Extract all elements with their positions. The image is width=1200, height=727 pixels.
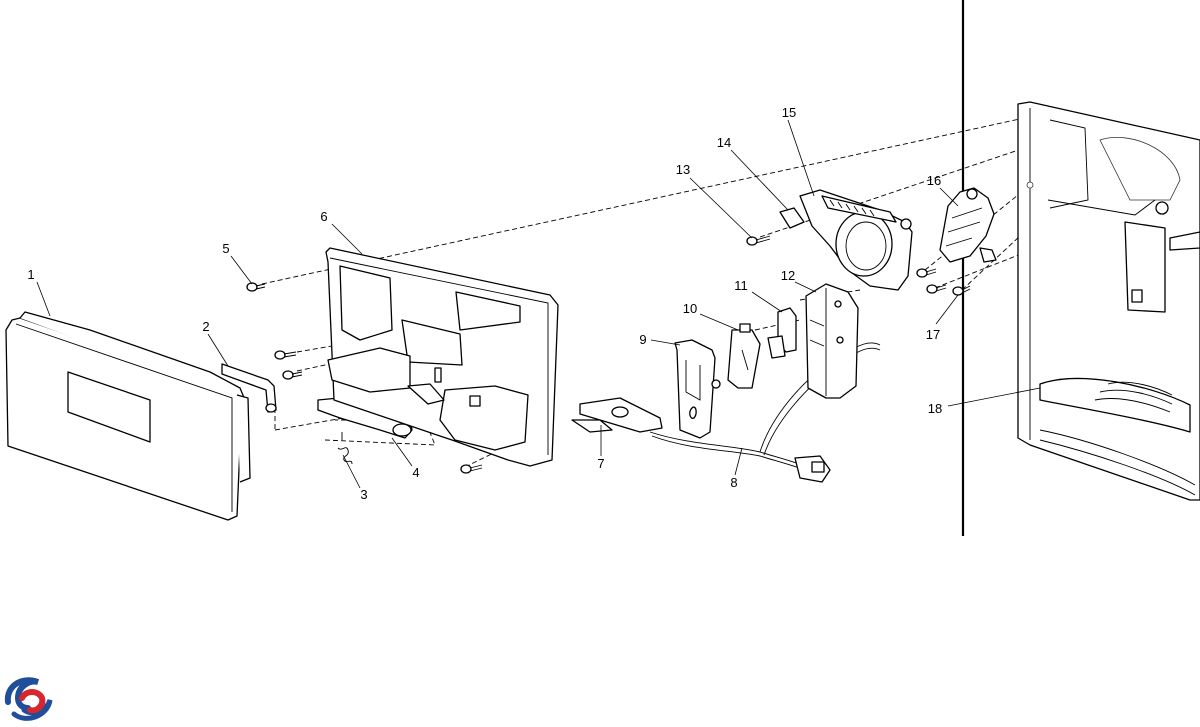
part-1-front-panel — [5, 311, 251, 521]
callout-17: 17 — [926, 327, 940, 342]
part-18-cabinet — [1017, 101, 1200, 501]
callout-6: 6 — [320, 209, 327, 224]
screw-icon — [282, 370, 303, 380]
screw-icon — [926, 284, 947, 294]
callout-1: 1 — [27, 267, 34, 282]
screw-icon — [246, 282, 266, 292]
callout-11: 11 — [734, 278, 748, 293]
callout-14: 14 — [717, 135, 731, 150]
callout-9: 9 — [639, 332, 646, 347]
part-15-dispenser-lever — [799, 189, 913, 291]
screw-icon — [746, 235, 771, 246]
callout-5: 5 — [222, 241, 229, 256]
part-9-bracket — [674, 339, 721, 439]
callout-16: 16 — [927, 173, 941, 188]
callout-15: 15 — [782, 105, 796, 120]
callouts: 1 2 3 4 5 6 7 8 9 10 11 12 13 14 15 16 1… — [27, 105, 942, 502]
part-3-spring — [337, 432, 353, 465]
callout-10: 10 — [683, 301, 697, 316]
brand-swirl-icon — [4, 677, 53, 721]
screw-icon — [460, 464, 483, 474]
part-7-microswitch — [571, 397, 663, 433]
callout-4: 4 — [412, 465, 419, 480]
callout-8: 8 — [730, 475, 737, 490]
part-11-switch-clip — [767, 307, 797, 359]
part-16-latch-mechanism — [939, 187, 997, 263]
screw-icons — [246, 235, 971, 474]
part-6-housing — [325, 247, 559, 467]
callout-3: 3 — [360, 487, 367, 502]
leader-lines — [36, 119, 1041, 489]
screw-icon — [952, 285, 971, 296]
callout-2: 2 — [202, 319, 209, 334]
callout-7: 7 — [597, 456, 604, 471]
part-10-actuator — [727, 323, 761, 389]
part-2-tube — [221, 363, 277, 413]
part-14-plate — [779, 207, 805, 229]
callout-18: 18 — [928, 401, 942, 416]
screw-icon — [274, 350, 297, 360]
part-12-module-box — [805, 283, 859, 399]
callout-13: 13 — [676, 162, 690, 177]
callout-12: 12 — [781, 268, 795, 283]
screw-icon — [916, 268, 937, 278]
